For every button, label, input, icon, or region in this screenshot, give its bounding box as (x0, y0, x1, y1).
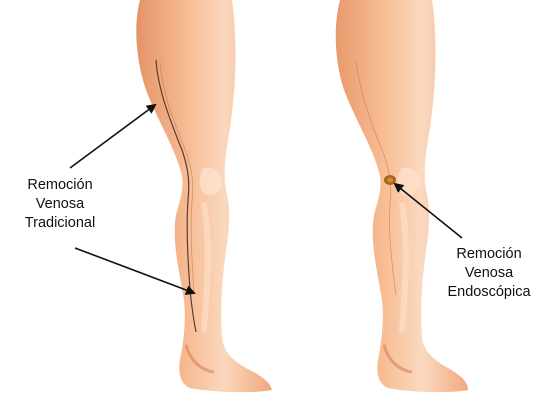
right-leg-shape (336, 0, 468, 392)
endoscopic-incision-inner (387, 178, 393, 183)
right-leg (336, 0, 468, 392)
label-traditional-vein-removal: Remoción Venosa Tradicional (4, 176, 116, 233)
arrow-upper-thigh (70, 105, 155, 168)
left-leg (136, 0, 272, 392)
label-endoscopic-line1: Remoción (430, 245, 548, 264)
left-leg-shape (136, 0, 272, 392)
label-traditional-line2: Venosa (4, 195, 116, 214)
label-endoscopic-line2: Venosa (430, 264, 548, 283)
arrow-lower-calf (75, 248, 194, 293)
label-endoscopic-line3: Endoscópica (430, 283, 548, 302)
label-traditional-line1: Remoción (4, 176, 116, 195)
label-endoscopic-vein-removal: Remoción Venosa Endoscópica (430, 245, 548, 302)
label-traditional-line3: Tradicional (4, 214, 116, 233)
